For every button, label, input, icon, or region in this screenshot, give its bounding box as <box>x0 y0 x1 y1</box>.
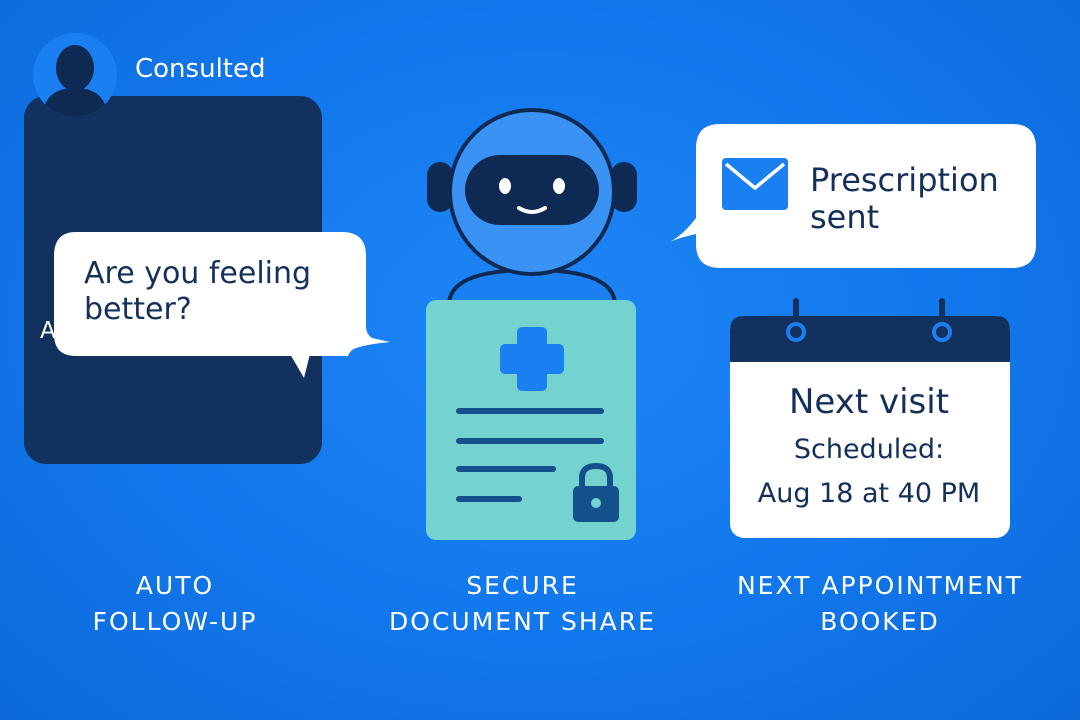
user-avatar-icon <box>33 33 117 117</box>
secure-document-share-caption: SECURE DOCUMENT SHARE <box>389 571 656 636</box>
scheduled-label: Scheduled: <box>793 434 945 465</box>
calendar-ring-right-icon <box>932 298 952 342</box>
prescription-sent-text: Prescription sent <box>810 161 999 236</box>
document-contents <box>456 327 619 522</box>
follow-up-message: Are you feeling better? <box>84 256 312 327</box>
appointment-datetime: Aug 18 at 40 PM <box>757 478 981 509</box>
next-appointment-caption: NEXT APPOINTMENT BOOKED <box>736 571 1024 636</box>
calendar-card <box>730 298 1010 538</box>
calendar-ring-left-icon <box>786 298 806 342</box>
follow-up-card-caption: AUTO FOLLOW-P <box>40 318 250 344</box>
medical-cross-icon <box>500 327 564 391</box>
robot-assistant-icon <box>427 108 637 307</box>
envelope-icon <box>722 158 788 210</box>
consulted-status: Consulted <box>135 54 266 84</box>
lock-icon <box>573 462 619 522</box>
follow-up-message-bubble <box>54 232 390 378</box>
auto-follow-up-caption: AUTO FOLLOW-UP <box>92 571 258 636</box>
next-visit-title: Next visit <box>788 382 950 422</box>
